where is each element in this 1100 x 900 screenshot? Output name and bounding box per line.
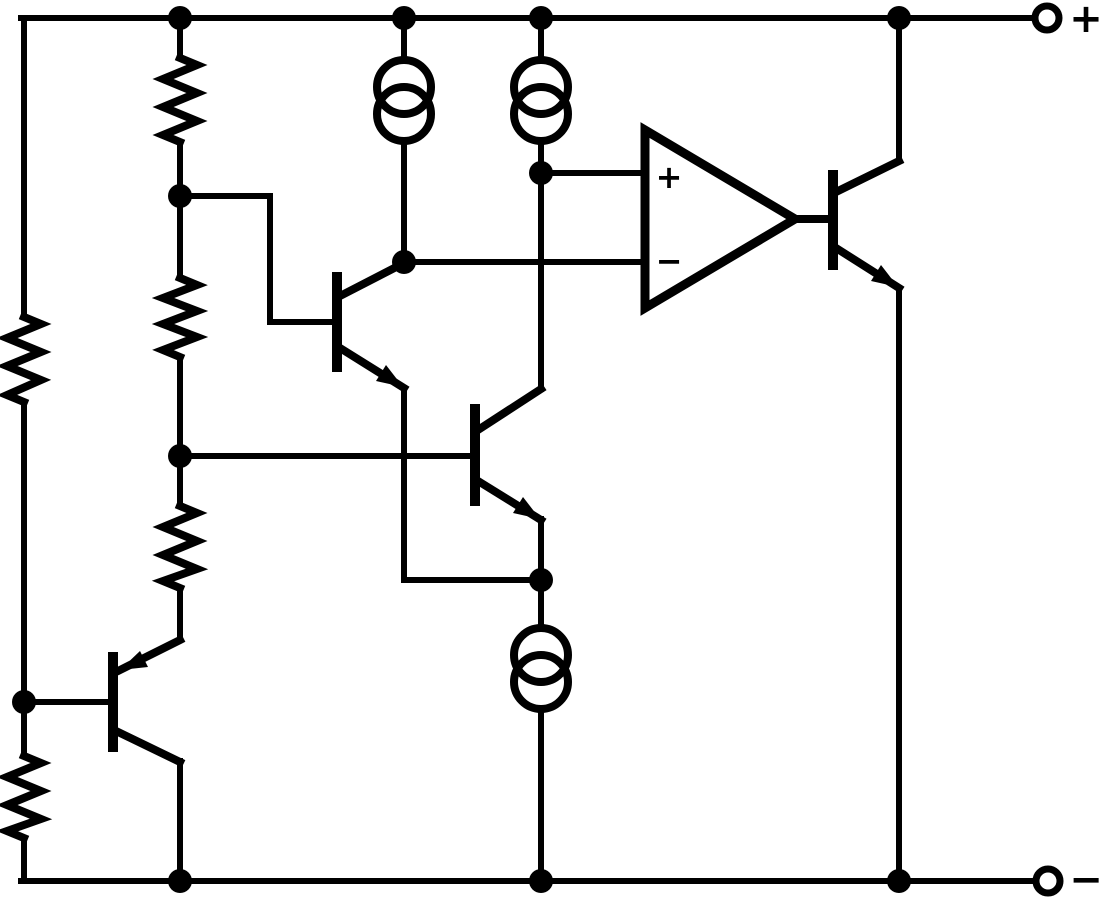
current-source-circle: [510, 651, 572, 713]
opamp-triangle: [640, 122, 804, 316]
resistor-left-edge-upper: [0, 311, 52, 408]
negative-terminal-label: −: [1069, 857, 1100, 900]
current-source-circle: [373, 56, 435, 118]
npn-transistor-middle-center: [470, 383, 547, 526]
junction-dot: [392, 250, 416, 274]
resistor-middle-column-bottom: [151, 500, 209, 594]
current-source-circle: [510, 56, 572, 118]
junction-dot: [887, 6, 911, 30]
resistors: [0, 52, 209, 844]
opamp-noninverting-label: +: [656, 158, 683, 196]
npn-transistor-output-top-right: [828, 155, 905, 294]
opamp-inverting-label: −: [656, 242, 683, 280]
emitter-arrow-icon: [871, 265, 898, 287]
junction-dot: [168, 869, 192, 893]
junction-dot: [168, 444, 192, 468]
opamp-buffer: + −: [640, 122, 833, 316]
junction-dot: [12, 690, 36, 714]
resistor-left-edge-lower: [0, 750, 53, 844]
positive-terminal-label: +: [1069, 0, 1100, 42]
junction-dot: [529, 161, 553, 185]
terminal-circle-icon: [1031, 2, 1063, 34]
junction-dot: [887, 869, 911, 893]
current-source-bottom: [510, 624, 572, 713]
emitter-arrow-icon: [376, 365, 403, 387]
resistor-middle-column-center: [151, 272, 209, 363]
junction-dot: [529, 869, 553, 893]
transistor-collector-lead: [472, 383, 547, 436]
terminal-circle-icon: [1032, 865, 1064, 897]
emitter-arrow-icon: [513, 497, 540, 519]
current-source-top-left: [373, 56, 435, 145]
negative-terminal: −: [1032, 857, 1100, 900]
current-source-circle: [510, 624, 572, 686]
wire: [401, 385, 544, 583]
junction-dots: [12, 6, 911, 893]
positive-terminal: +: [1031, 0, 1100, 42]
transistor-collector-lead: [334, 257, 410, 302]
junction-dot: [392, 6, 416, 30]
wire: [177, 193, 336, 325]
transistor-collector-lead: [830, 155, 905, 198]
emitter-arrow-icon: [120, 651, 148, 670]
junction-dot: [168, 6, 192, 30]
current-source-circle: [510, 83, 572, 145]
resistor-middle-column-top: [152, 52, 208, 148]
current-source-top-right: [510, 56, 572, 145]
junction-dot: [529, 568, 553, 592]
transistor-collector-lead: [110, 725, 186, 768]
npn-transistor-middle-left: [332, 257, 410, 394]
junction-dot: [529, 6, 553, 30]
pnp-transistor-bottom-left: [108, 634, 186, 768]
junction-dot: [168, 184, 192, 208]
current-source-circle: [373, 83, 435, 145]
